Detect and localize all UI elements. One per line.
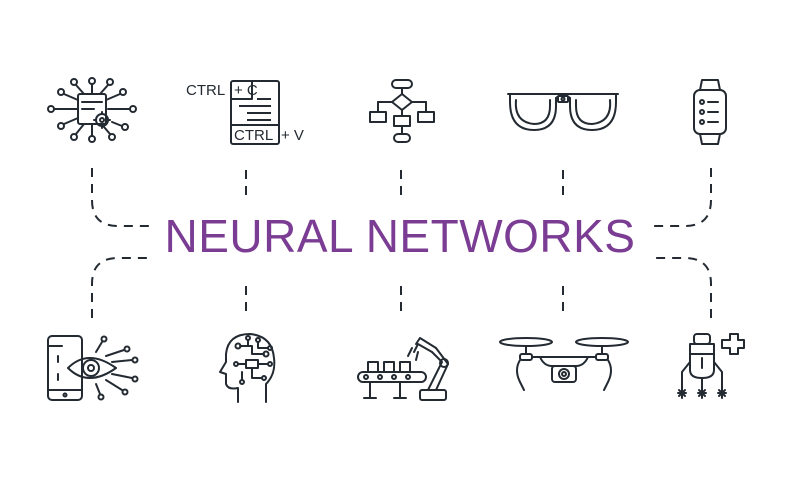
medical-robot-icon	[672, 332, 748, 404]
ctrl-top-label: CTRL	[186, 82, 225, 99]
neural-chip-gear-icon	[46, 76, 138, 146]
plus-c-label: + C	[234, 82, 258, 99]
drone-camera-icon	[498, 334, 630, 400]
plus-v-label: + V	[281, 127, 304, 144]
ctrl-bottom-label: CTRL	[234, 127, 273, 144]
flowchart-icon	[368, 78, 436, 148]
connector-top-right	[652, 168, 712, 227]
connector-bottom-left	[91, 257, 150, 318]
human-head-circuit-icon	[218, 332, 278, 404]
phone-eye-scan-icon	[44, 334, 140, 404]
copy-paste-document-icon: CTRL + C CTRL + V	[184, 78, 314, 148]
connector-bottom-right	[652, 257, 712, 318]
robot-arm-conveyor-icon	[356, 334, 452, 402]
connector-top-left	[91, 168, 150, 227]
page-title: NEURAL NETWORKS	[164, 210, 636, 262]
smart-glasses-icon	[506, 88, 620, 134]
smartwatch-icon	[690, 78, 730, 148]
